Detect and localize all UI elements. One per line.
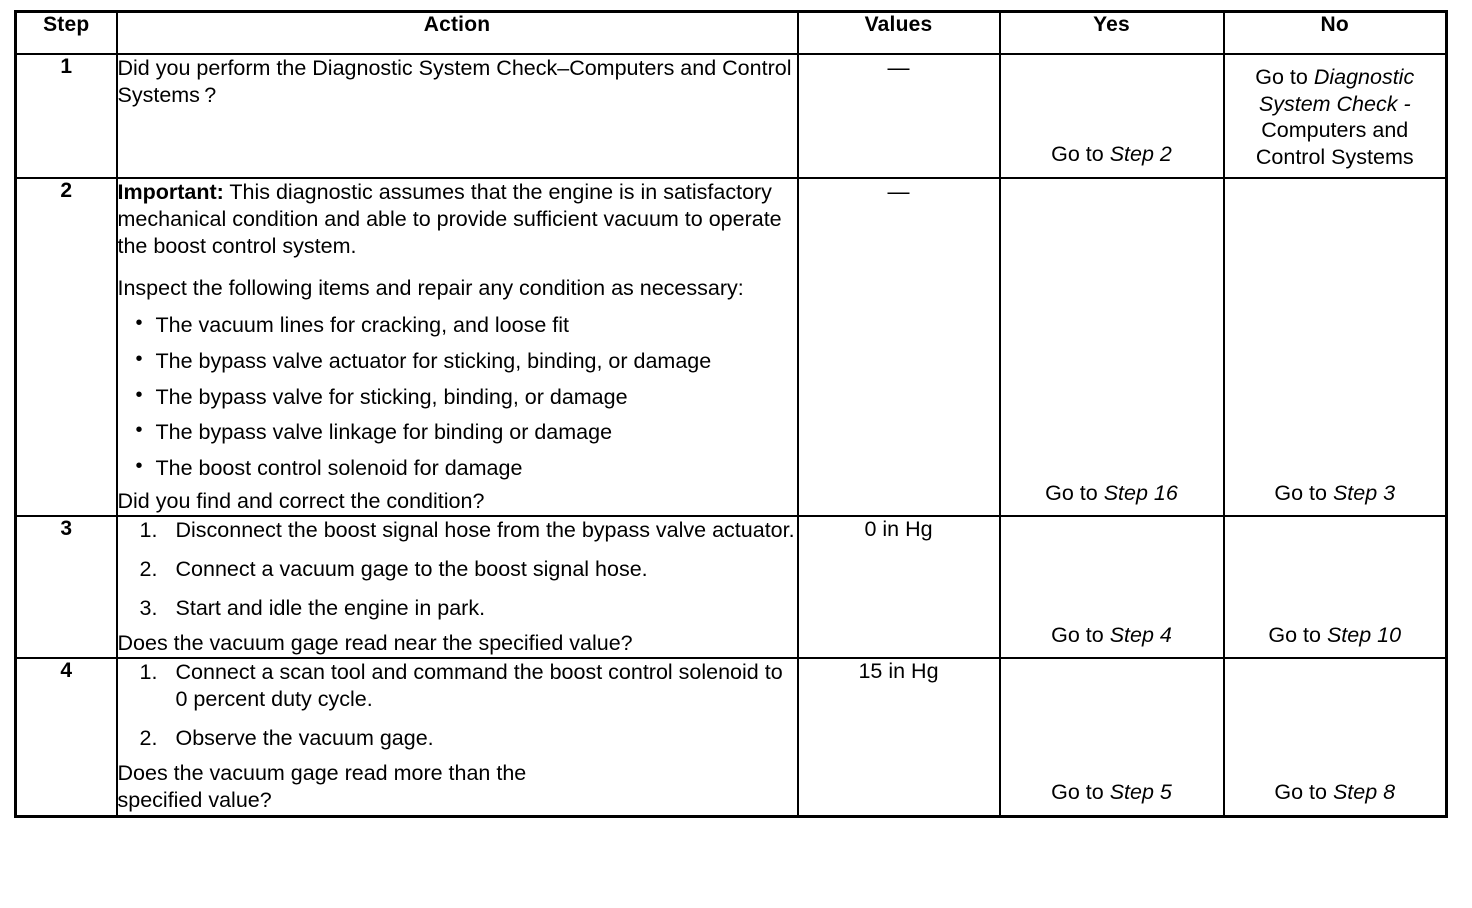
table-row: 4 Connect a scan tool and command the bo… bbox=[14, 657, 1448, 818]
column-header-no: No bbox=[1222, 10, 1448, 55]
branch-prefix: Go to bbox=[1051, 779, 1110, 804]
value-text: — bbox=[887, 55, 910, 80]
branch-line-1: Go to Diagnostic bbox=[1231, 64, 1440, 91]
list-item: The vacuum lines for cracking, and loose… bbox=[118, 311, 797, 339]
no-branch-step-4: Go to Step 8 bbox=[1222, 657, 1448, 818]
branch-target: Step 3 bbox=[1332, 480, 1396, 505]
branch-prefix: Go to bbox=[1268, 622, 1327, 647]
procedure-step-list: Disconnect the boost signal hose from th… bbox=[118, 517, 797, 622]
branch-prefix: Go to bbox=[1051, 141, 1110, 166]
branch-prefix: Go to bbox=[1274, 480, 1333, 505]
no-branch-step-3: Go to Step 10 bbox=[1222, 515, 1448, 660]
important-text: This diagnostic assumes that the engine … bbox=[117, 179, 782, 259]
value-text: 15 in Hg bbox=[858, 659, 939, 684]
list-item: The bypass valve actuator for sticking, … bbox=[118, 347, 797, 375]
step-number: 1 bbox=[14, 53, 118, 179]
no-branch-step-1: Go to Diagnostic System Check - Computer… bbox=[1222, 53, 1448, 179]
list-item: The bypass valve for sticking, binding, … bbox=[118, 383, 797, 411]
step-number: 4 bbox=[14, 657, 118, 818]
branch-target: Step 2 bbox=[1109, 141, 1172, 166]
branch-prefix: Go to bbox=[1274, 779, 1333, 804]
action-cell-step-2: Important: This diagnostic assumes that … bbox=[115, 176, 799, 518]
branch-target: Step 16 bbox=[1103, 480, 1178, 505]
column-header-values: Values bbox=[796, 10, 1001, 55]
value-text: — bbox=[887, 178, 910, 204]
action-question: Did you perform the Diagnostic System Ch… bbox=[117, 56, 792, 108]
table-row: 3 Disconnect the boost signal hose from … bbox=[14, 515, 1448, 660]
yes-branch-step-4: Go to Step 5 bbox=[998, 657, 1225, 818]
values-cell-step-4: 15 in Hg bbox=[796, 657, 1001, 818]
action-question: Does the vacuum gage read near the speci… bbox=[117, 631, 633, 656]
action-question-line-1: Does the vacuum gage read more than the bbox=[117, 761, 527, 786]
branch-target-part-2: System Check - bbox=[1258, 91, 1411, 116]
important-label: Important: bbox=[117, 179, 224, 204]
table-header-row: Step Action Values Yes No bbox=[14, 10, 1448, 55]
column-header-step: Step bbox=[14, 10, 118, 55]
values-cell-step-1: — bbox=[796, 53, 1001, 179]
inspection-bullet-list: The vacuum lines for cracking, and loose… bbox=[118, 311, 797, 482]
table-row: 2 Important: This diagnostic assumes tha… bbox=[14, 176, 1448, 518]
inspect-intro: Inspect the following items and repair a… bbox=[117, 275, 744, 300]
action-cell-step-3: Disconnect the boost signal hose from th… bbox=[115, 515, 799, 660]
yes-branch-step-3: Go to Step 4 bbox=[998, 515, 1225, 660]
branch-target-part-4: Control Systems bbox=[1255, 144, 1414, 169]
list-item: The bypass valve linkage for binding or … bbox=[118, 418, 797, 446]
procedure-step-list: Connect a scan tool and command the boos… bbox=[118, 659, 797, 752]
action-question: Does the vacuum gage read more than the … bbox=[118, 760, 797, 815]
list-item: The boost control solenoid for damage bbox=[118, 454, 797, 482]
branch-prefix: Go to bbox=[1255, 65, 1314, 89]
step-number: 2 bbox=[14, 176, 118, 518]
action-cell-step-1: Did you perform the Diagnostic System Ch… bbox=[115, 53, 799, 179]
action-question-line-2: specified value? bbox=[117, 788, 272, 813]
branch-prefix: Go to bbox=[1051, 622, 1110, 647]
branch-target-part-1: Diagnostic bbox=[1313, 65, 1415, 89]
step-number: 3 bbox=[14, 515, 118, 660]
table-row: 1 Did you perform the Diagnostic System … bbox=[14, 53, 1448, 179]
yes-branch-step-2: Go to Step 16 bbox=[998, 176, 1225, 518]
values-cell-step-3: 0 in Hg bbox=[796, 515, 1001, 660]
column-header-yes: Yes bbox=[998, 10, 1225, 55]
list-item: Observe the vacuum gage. bbox=[140, 725, 434, 752]
no-branch-step-2: Go to Step 3 bbox=[1222, 176, 1448, 518]
branch-target: Step 8 bbox=[1332, 779, 1396, 804]
action-cell-step-4: Connect a scan tool and command the boos… bbox=[115, 657, 799, 818]
branch-target: Step 4 bbox=[1109, 622, 1172, 647]
yes-branch-step-1: Go to Step 2 bbox=[998, 53, 1225, 179]
action-question: Did you find and correct the condition? bbox=[117, 489, 485, 514]
value-text: 0 in Hg bbox=[864, 517, 933, 542]
branch-target: Step 10 bbox=[1326, 622, 1402, 647]
branch-target-part-3: Computers and bbox=[1261, 118, 1409, 143]
branch-target: Step 5 bbox=[1109, 779, 1172, 804]
list-item: Disconnect the boost signal hose from th… bbox=[140, 517, 795, 544]
list-item: Connect a vacuum gage to the boost signa… bbox=[140, 556, 648, 583]
diagnostic-procedure-table: Step Action Values Yes No 1 Did you perf… bbox=[14, 10, 1448, 818]
branch-prefix: Go to bbox=[1045, 480, 1104, 505]
important-note: Important: This diagnostic assumes that … bbox=[118, 179, 797, 261]
list-item: Start and idle the engine in park. bbox=[140, 595, 486, 622]
values-cell-step-2: — bbox=[796, 176, 1001, 518]
list-item: Connect a scan tool and command the boos… bbox=[140, 659, 783, 712]
column-header-action: Action bbox=[115, 10, 799, 55]
